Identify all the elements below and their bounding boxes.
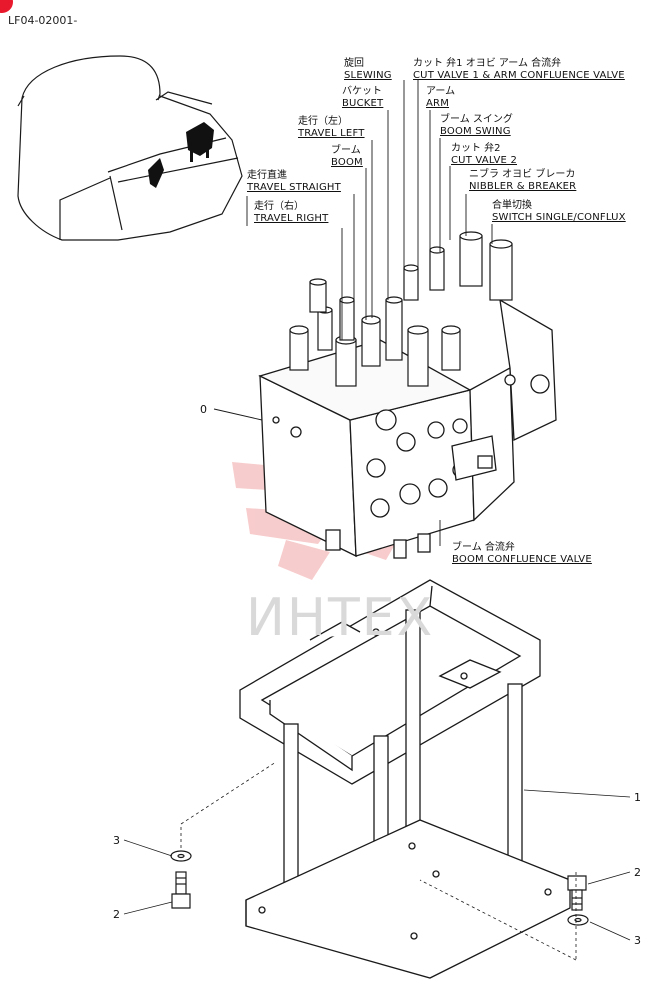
mounting-frame — [239, 579, 571, 979]
part-number-0[interactable]: 0 — [200, 403, 207, 416]
callout-en: CUT VALVE 1 & ARM CONFLUENCE VALVE — [413, 70, 625, 81]
callout-jp: ブーム — [331, 145, 361, 156]
callout-jp: カット 弁1 オヨビ アーム 合流弁 — [413, 58, 562, 69]
callout-en: TRAVEL RIGHT — [254, 213, 329, 224]
callout-slewing[interactable]: 旋回 SLEWING — [344, 58, 392, 82]
washer-left — [170, 850, 192, 862]
part-number-3-right[interactable]: 3 — [634, 934, 641, 947]
callout-arm[interactable]: アーム ARM — [426, 86, 455, 110]
callout-cut-valve-1-arm-confluence[interactable]: カット 弁1 オヨビ アーム 合流弁 CUT VALVE 1 & ARM CON… — [413, 58, 625, 82]
callout-jp: 走行（右） — [254, 201, 304, 212]
spool-caps — [289, 231, 513, 387]
cab-highlight-mark — [148, 122, 214, 188]
diagram-code: LF04-02001- — [8, 14, 78, 27]
callout-jp: アーム — [426, 86, 456, 97]
part-number-2-left[interactable]: 2 — [113, 908, 120, 921]
part-number-2-right[interactable]: 2 — [634, 866, 641, 879]
callout-en: BOOM CONFLUENCE VALVE — [452, 554, 592, 565]
part-number-1[interactable]: 1 — [634, 791, 641, 804]
callout-travel-left[interactable]: 走行（左） TRAVEL LEFT — [298, 116, 365, 140]
corner-badge — [0, 0, 13, 13]
callout-nibbler-breaker[interactable]: ニブラ オヨビ ブレーカ NIBBLER & BREAKER — [469, 169, 576, 193]
callout-en: BUCKET — [342, 98, 384, 109]
callout-en: BOOM — [331, 157, 363, 168]
bolt-right — [567, 875, 587, 911]
callout-cut-valve-2[interactable]: カット 弁2 CUT VALVE 2 — [451, 143, 517, 167]
callout-en: CUT VALVE 2 — [451, 155, 518, 166]
callout-en: SWITCH SINGLE/CONFLUX — [492, 212, 626, 223]
callout-jp: カット 弁2 — [451, 143, 501, 154]
callout-switch-single-conflux[interactable]: 合単切換 SWITCH SINGLE/CONFLUX — [492, 200, 626, 224]
control-valve-assembly — [258, 298, 557, 559]
callout-travel-straight[interactable]: 走行直進 TRAVEL STRAIGHT — [247, 170, 341, 194]
callout-jp: 旋回 — [344, 58, 364, 69]
callout-jp: ブーム 合流弁 — [452, 542, 515, 553]
callout-boom-confluence-valve[interactable]: ブーム 合流弁 BOOM CONFLUENCE VALVE — [452, 542, 592, 566]
washer-right — [567, 914, 589, 926]
callout-jp: ブーム スイング — [440, 114, 513, 125]
callout-en: SLEWING — [344, 70, 392, 81]
callout-en: TRAVEL STRAIGHT — [247, 182, 341, 193]
callout-jp: 合単切換 — [492, 200, 532, 211]
callout-en: NIBBLER & BREAKER — [469, 181, 577, 192]
callout-jp: ニブラ オヨビ ブレーカ — [469, 169, 576, 180]
callout-leader-lines — [213, 80, 493, 546]
callout-travel-right[interactable]: 走行（右） TRAVEL RIGHT — [254, 201, 328, 225]
bolt-left — [171, 871, 191, 909]
callout-boom-swing[interactable]: ブーム スイング BOOM SWING — [440, 114, 513, 138]
callout-en: BOOM SWING — [440, 126, 511, 137]
callout-jp: 走行（左） — [298, 116, 348, 127]
watermark-text: ИНТЕХ — [246, 588, 435, 648]
callout-en: ARM — [426, 98, 450, 109]
callout-jp: 走行直進 — [247, 170, 287, 181]
callout-bucket[interactable]: バケット BUCKET — [342, 86, 383, 110]
callout-jp: バケット — [342, 86, 382, 97]
callout-boom[interactable]: ブーム BOOM — [331, 145, 363, 169]
part-number-3-left[interactable]: 3 — [113, 834, 120, 847]
part-leader-lines — [123, 761, 631, 961]
callout-en: TRAVEL LEFT — [298, 128, 365, 139]
